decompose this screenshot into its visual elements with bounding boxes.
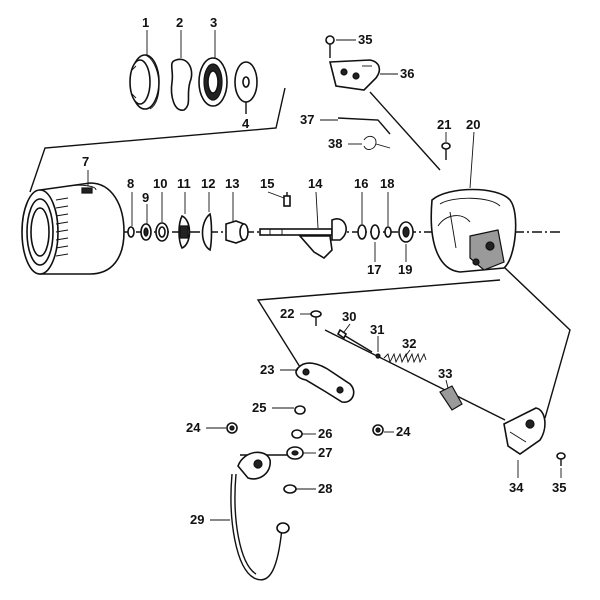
part-21-screw xyxy=(441,142,451,160)
label-part-24-left: 24 xyxy=(186,420,201,435)
part-24-screw-right xyxy=(372,424,384,436)
label-part-22: 22 xyxy=(280,306,294,321)
guide-line-bail-support xyxy=(504,267,571,419)
part-38-spring xyxy=(363,135,391,150)
label-part-29: 29 xyxy=(190,512,204,527)
part-11-clip xyxy=(178,214,191,250)
label-part-30: 30 xyxy=(342,309,356,324)
label-part-2: 2 xyxy=(176,15,183,30)
part-10-washer xyxy=(155,222,169,242)
part-36-cover xyxy=(328,59,381,91)
label-part-25: 25 xyxy=(252,400,266,415)
part-8-washer xyxy=(127,226,135,238)
label-part-21: 21 xyxy=(437,117,451,132)
label-part-19: 19 xyxy=(398,262,412,277)
part-4-washer xyxy=(234,61,258,114)
label-part-11: 11 xyxy=(177,176,191,191)
label-part-31: 31 xyxy=(370,322,384,337)
label-part-7: 7 xyxy=(82,154,89,169)
label-part-34: 34 xyxy=(509,480,524,495)
label-part-20: 20 xyxy=(466,117,480,132)
guide-line-spool-group xyxy=(29,87,286,193)
part-7-spool xyxy=(21,182,125,275)
part-1-drag-knob xyxy=(129,54,160,110)
part-number-labels: 1 2 3 4 7 8 9 10 11 12 13 15 14 16 17 18… xyxy=(82,15,566,527)
label-leader-lines xyxy=(87,30,562,521)
label-part-3: 3 xyxy=(210,15,217,30)
part-15-pin xyxy=(283,192,291,207)
label-part-13: 13 xyxy=(225,176,239,191)
assembly-guide-lines xyxy=(28,87,571,456)
part-23-bail-arm xyxy=(295,362,355,403)
part-35-screw-bottom xyxy=(556,452,566,466)
label-part-33: 33 xyxy=(438,366,452,381)
label-part-10: 10 xyxy=(153,176,167,191)
part-29-bail-wire xyxy=(230,451,290,581)
label-part-28: 28 xyxy=(318,481,332,496)
part-16-washer xyxy=(357,224,367,240)
label-part-18: 18 xyxy=(380,176,394,191)
part-31-ball xyxy=(375,353,381,359)
part-22-screw xyxy=(310,310,322,326)
part-37-lever-rod xyxy=(337,117,391,135)
part-13-bushing xyxy=(225,220,249,244)
part-18-washer xyxy=(384,226,392,238)
part-32-spring xyxy=(383,352,427,364)
part-26-bushing xyxy=(291,429,303,439)
part-14-main-shaft xyxy=(259,218,347,260)
part-17-washer xyxy=(370,224,380,240)
label-part-26: 26 xyxy=(318,426,332,441)
label-part-14: 14 xyxy=(308,176,323,191)
part-9-washer xyxy=(140,223,152,241)
part-12-spring-washer xyxy=(201,212,213,252)
label-part-16: 16 xyxy=(354,176,368,191)
label-part-23: 23 xyxy=(260,362,274,377)
label-part-4: 4 xyxy=(242,116,250,131)
label-part-17: 17 xyxy=(367,262,381,277)
label-part-35-bottom: 35 xyxy=(552,480,566,495)
label-part-32: 32 xyxy=(402,336,416,351)
label-part-27: 27 xyxy=(318,445,332,460)
part-2-drag-washer xyxy=(170,58,193,111)
label-part-9: 9 xyxy=(142,190,149,205)
label-part-37: 37 xyxy=(300,112,314,127)
part-28-bushing xyxy=(283,484,297,494)
part-3-ratchet-ring xyxy=(198,57,228,107)
guide-line-bail-arm xyxy=(256,279,501,376)
part-27-roller xyxy=(286,446,304,460)
label-part-36: 36 xyxy=(400,66,414,81)
part-34-bail-support xyxy=(503,407,546,455)
part-19-nut xyxy=(398,221,414,243)
label-part-12: 12 xyxy=(201,176,215,191)
label-part-38: 38 xyxy=(328,136,342,151)
label-part-1: 1 xyxy=(142,15,149,30)
label-part-24-right: 24 xyxy=(396,424,411,439)
part-35-screw-top xyxy=(325,35,335,58)
guide-line-bail-spring xyxy=(324,329,506,421)
part-20-rotor-housing xyxy=(430,188,517,273)
part-25-bushing xyxy=(294,405,306,415)
label-part-15: 15 xyxy=(260,176,274,191)
part-30-plunger xyxy=(336,328,373,353)
label-part-8: 8 xyxy=(127,176,134,191)
spool-line-grooves xyxy=(55,197,69,257)
label-part-35-top: 35 xyxy=(358,32,372,47)
part-24-screw-left xyxy=(226,422,238,434)
guide-line-cover xyxy=(369,91,441,171)
